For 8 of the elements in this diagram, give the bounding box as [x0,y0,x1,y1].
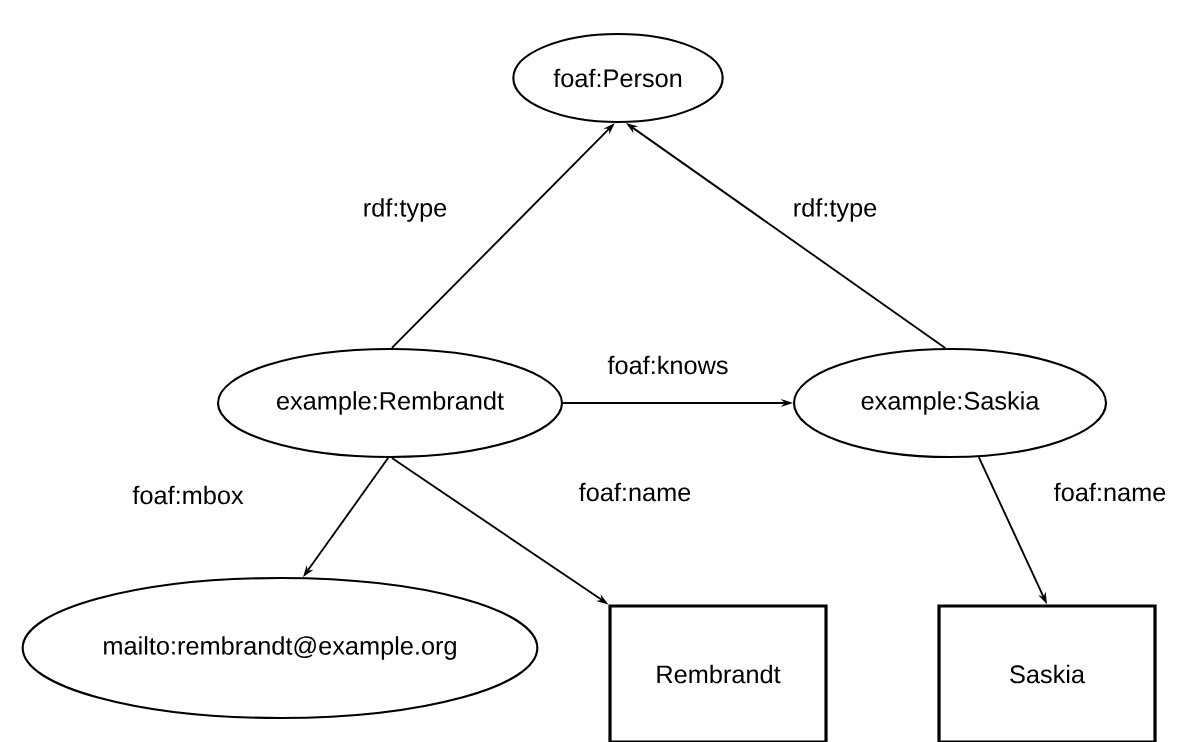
literal-box: Saskia [937,604,1157,742]
edge-label: foaf:mbox [129,483,247,507]
edge-label: foaf:name [1051,480,1169,504]
edge-label: rdf:type [790,195,880,225]
edge-label: rdf:type [360,195,450,225]
edge-label: foaf:name [576,480,694,504]
edge-label: foaf:knows [604,353,732,377]
literal-box: Rembrandt [608,604,828,742]
